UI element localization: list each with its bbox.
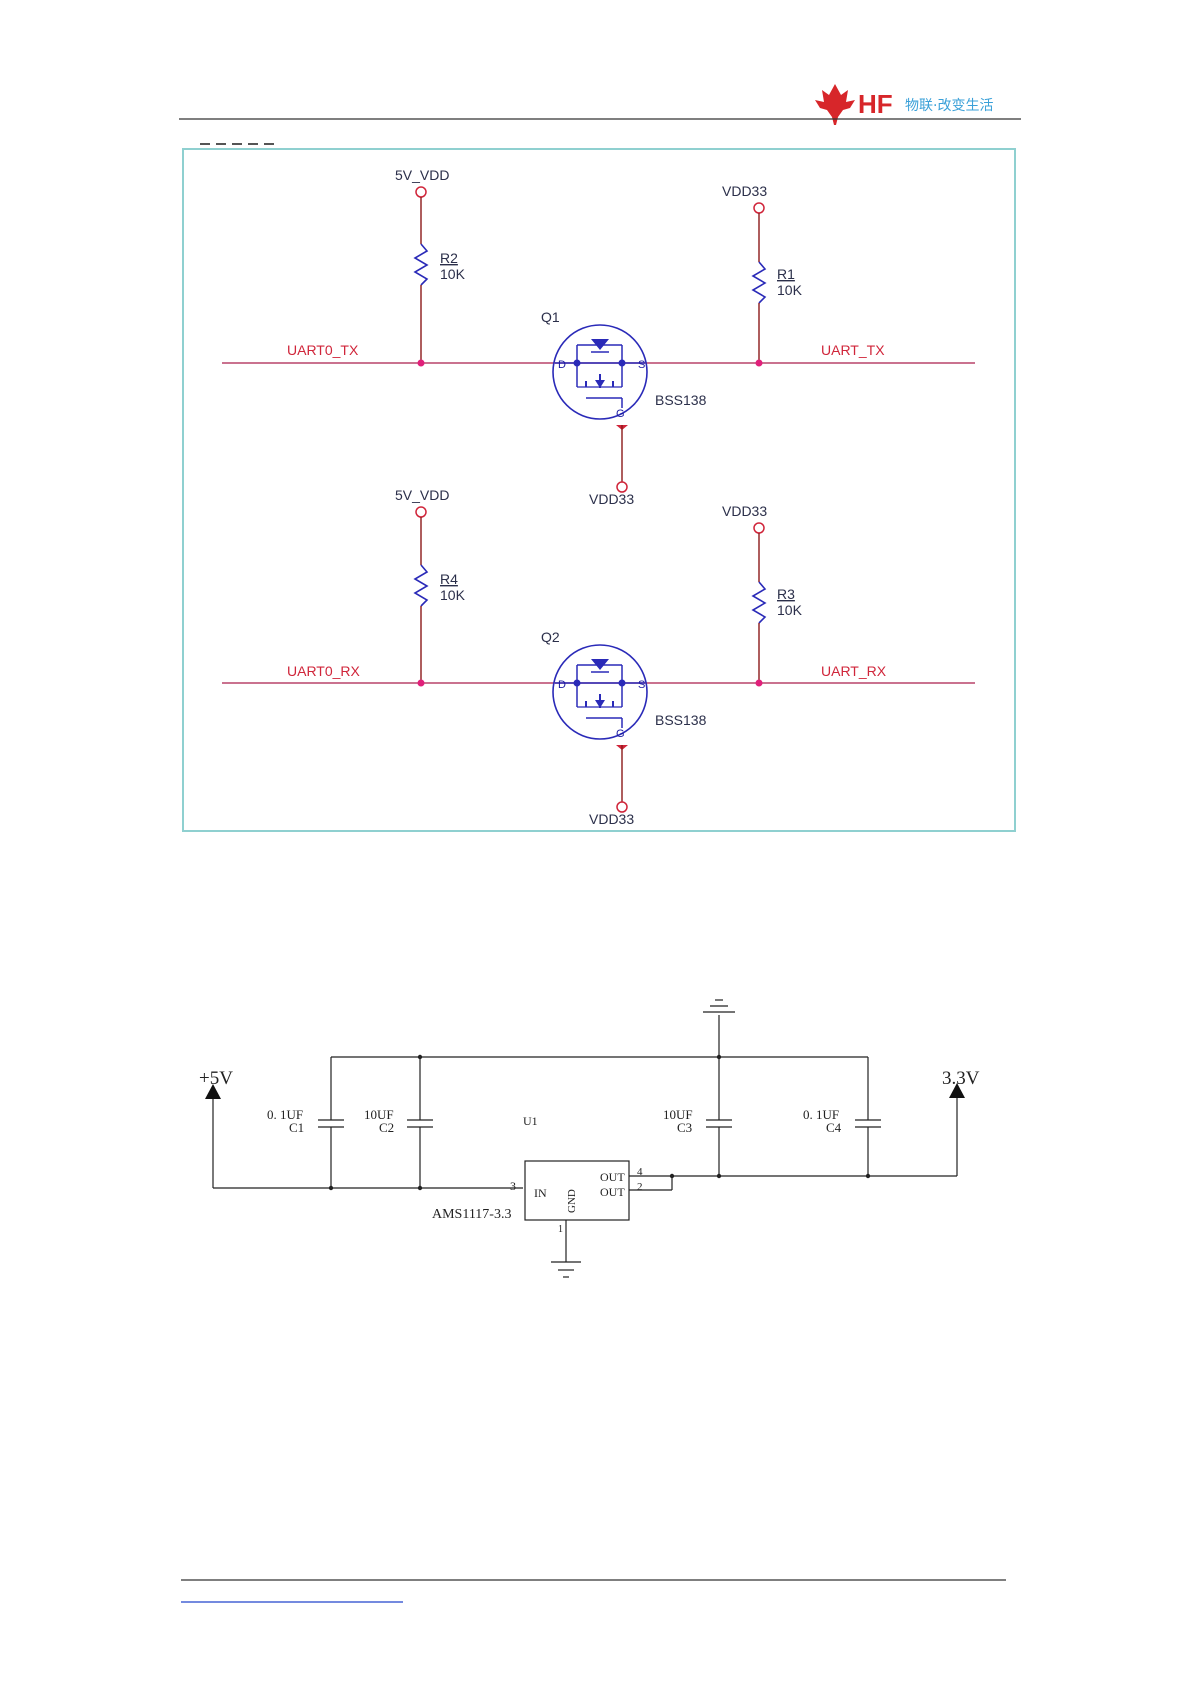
- ref-r1: R1: [777, 266, 795, 282]
- pin-s-label: S: [638, 359, 645, 371]
- supply-label-vdd33: VDD33: [722, 503, 767, 519]
- ic-pin-num-in: 3: [510, 1179, 516, 1193]
- brand-logo-text: HF: [858, 89, 893, 119]
- ground-symbol-top-icon: [703, 1000, 735, 1012]
- pin-d-label: D: [558, 679, 566, 691]
- level-shifter-figure: UART0_TX UART_TX 5V_VDD R2 10K VDD33 R1 …: [183, 144, 1015, 831]
- pin-g-label: G: [616, 728, 625, 740]
- regulator-figure: +5V 0. 1UF C1 10UF C2 U1 IN OUT OUT GND …: [199, 1000, 980, 1277]
- ic-pin-num-out2: 2: [637, 1181, 643, 1193]
- page-footer: [181, 1580, 1006, 1602]
- junction-dot: [418, 360, 425, 367]
- net-label-uart0-tx: UART0_TX: [287, 342, 359, 358]
- ref-r2: R2: [440, 250, 458, 266]
- figure-frame: [183, 149, 1015, 831]
- value-r2: 10K: [440, 266, 466, 282]
- cap-ref-c1: C1: [289, 1120, 304, 1135]
- value-r4: 10K: [440, 587, 466, 603]
- pin-d-label: D: [558, 359, 566, 371]
- part-q2: BSS138: [655, 712, 707, 728]
- value-r1: 10K: [777, 282, 803, 298]
- net-label-uart0-rx: UART0_RX: [287, 663, 361, 679]
- capacitor-c1-icon: [318, 1120, 344, 1127]
- junction-dot: [756, 360, 763, 367]
- supply-label-vdd33: VDD33: [722, 183, 767, 199]
- supply-label-5v-vdd: 5V_VDD: [395, 167, 449, 183]
- ic-pin-in-label: IN: [534, 1186, 547, 1200]
- supply-label-5v-vdd: 5V_VDD: [395, 487, 449, 503]
- capacitor-c2-icon: [407, 1120, 433, 1127]
- part-q1: BSS138: [655, 392, 707, 408]
- ref-r3: R3: [777, 586, 795, 602]
- ic-pin-out2-label: OUT: [600, 1185, 625, 1199]
- pin-g-label: G: [616, 408, 625, 420]
- ref-q1: Q1: [541, 309, 560, 325]
- ic-pin-num-gnd: 1: [558, 1224, 563, 1235]
- cap-ref-c2: C2: [379, 1120, 394, 1135]
- ic-ref-u1: U1: [523, 1114, 538, 1128]
- capacitor-c3-icon: [706, 1120, 732, 1127]
- pin-s-label: S: [638, 679, 645, 691]
- cap-ref-c4: C4: [826, 1120, 842, 1135]
- ref-q2: Q2: [541, 629, 560, 645]
- gate-supply-label: VDD33: [589, 811, 634, 827]
- ic-part-number: AMS1117-3.3: [432, 1207, 511, 1222]
- ref-r4: R4: [440, 571, 458, 587]
- ic-pin-gnd-label: GND: [566, 1189, 578, 1213]
- ic-pin-out1-label: OUT: [600, 1170, 625, 1184]
- junction-dot: [756, 680, 763, 687]
- cap-ref-c3: C3: [677, 1120, 692, 1135]
- net-label-uart-rx: UART_RX: [821, 663, 887, 679]
- net-label-uart-tx: UART_TX: [821, 342, 885, 358]
- capacitor-c4-icon: [855, 1120, 881, 1127]
- input-voltage-label: +5V: [199, 1068, 233, 1089]
- value-r3: 10K: [777, 602, 803, 618]
- junction-dot: [418, 680, 425, 687]
- brand-slogan: 物联·改变生活: [905, 98, 993, 114]
- page-header: HF 物联·改变生活: [179, 84, 1021, 125]
- gate-supply-label: VDD33: [589, 491, 634, 507]
- output-voltage-label: 3.3V: [942, 1068, 980, 1089]
- ground-symbol-bottom-icon: [551, 1262, 581, 1277]
